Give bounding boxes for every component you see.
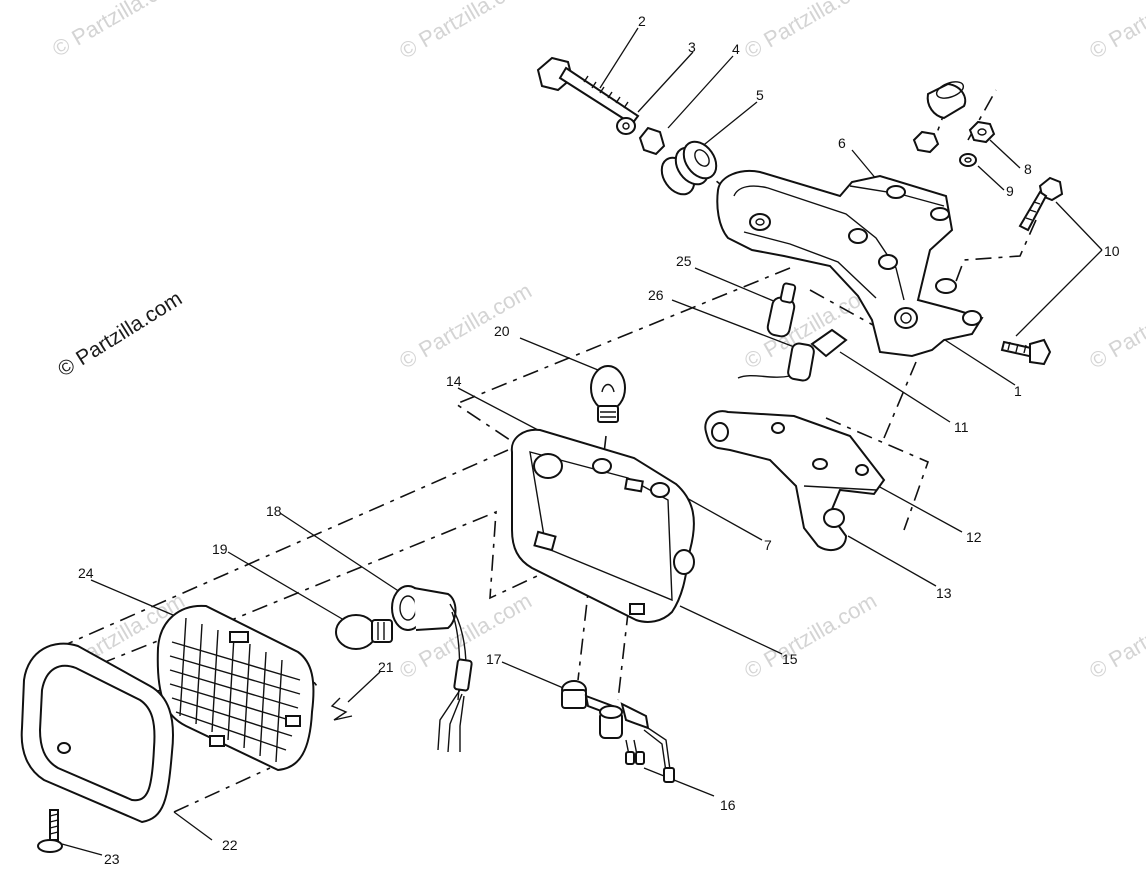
callout-17: 17 (486, 651, 502, 667)
washer-part-3 (616, 117, 636, 135)
callout-labels: 1 2 3 4 5 6 7 8 9 10 11 12 13 14 15 16 1… (78, 13, 1120, 867)
screw-part-23 (37, 809, 63, 853)
bracket-part-1 (716, 170, 984, 358)
callout-1: 1 (1014, 383, 1022, 399)
callout-14: 14 (446, 373, 462, 389)
callout-20: 20 (494, 323, 510, 339)
callout-10: 10 (1104, 243, 1120, 259)
bolt-part-2 (536, 56, 640, 126)
callout-18: 18 (266, 503, 282, 519)
callout-12: 12 (966, 529, 982, 545)
socket-part-18 (391, 585, 473, 753)
callout-25: 25 (676, 253, 692, 269)
leader-lines (61, 27, 1103, 856)
callout-2: 2 (638, 13, 646, 29)
callout-26: 26 (648, 287, 664, 303)
grommet-part-5 (660, 140, 718, 196)
nut-mount (912, 130, 940, 154)
bolt-part-10-upper (1018, 176, 1064, 232)
callout-16: 16 (720, 797, 736, 813)
bolt-part-10-lower (1000, 338, 1052, 366)
callout-19: 19 (212, 541, 228, 557)
callout-4: 4 (732, 41, 740, 57)
socket-part-16 (599, 702, 675, 783)
clip-part-21 (330, 697, 353, 721)
bulb-part-20 (590, 365, 626, 423)
callout-9: 9 (1006, 183, 1014, 199)
callout-5: 5 (756, 87, 764, 103)
nut-part-8 (968, 120, 996, 144)
callout-3: 3 (688, 39, 696, 55)
bracket-part-12 (704, 410, 886, 552)
washer-part-9 (959, 153, 977, 167)
nut-part-4 (638, 126, 666, 156)
callout-13: 13 (936, 585, 952, 601)
callout-6: 6 (838, 135, 846, 151)
callout-21: 21 (378, 659, 394, 675)
callout-8: 8 (1024, 161, 1032, 177)
bulb-part-19 (335, 614, 393, 650)
callout-22: 22 (222, 837, 238, 853)
rubber-mount (926, 81, 967, 120)
callout-11: 11 (954, 419, 969, 435)
callout-7: 7 (764, 537, 772, 553)
callout-24: 24 (78, 565, 94, 581)
lamp-socket-part-25 (766, 282, 797, 338)
callout-15: 15 (782, 651, 798, 667)
switch-part-26 (737, 328, 848, 382)
housing-part-15 (510, 428, 695, 623)
callout-23: 23 (104, 851, 120, 867)
rim-part-22 (20, 642, 174, 824)
lens-part-24 (156, 604, 315, 772)
